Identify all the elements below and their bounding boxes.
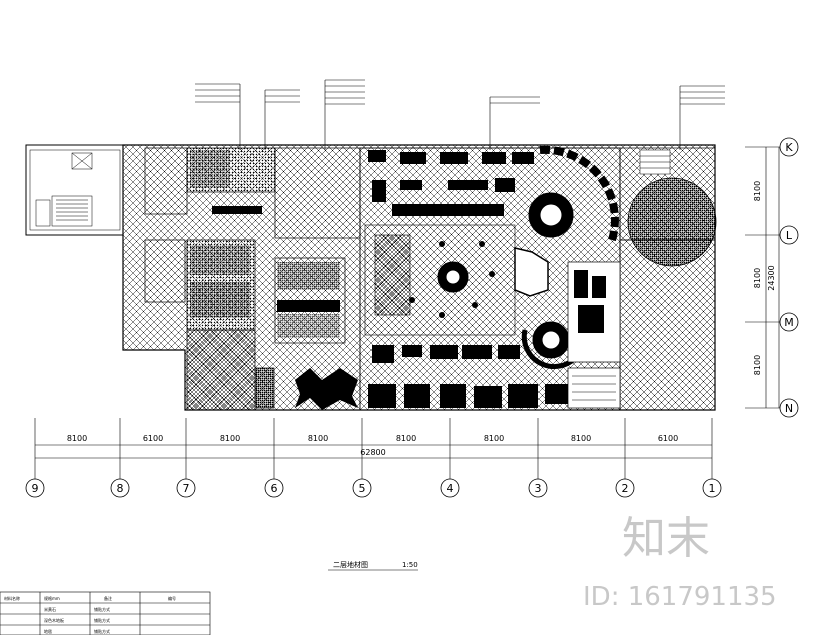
legend-row-3-c: 铺贴方式 [94,628,110,634]
total-height: 24300 [767,265,776,290]
drawing-title: 二层地材图 [333,560,368,569]
watermark-brand: 知末 [622,513,710,564]
bay-width-1: 8100 [67,434,87,443]
bay-width-4: 8100 [308,434,328,443]
row-axis-L: L [786,229,793,242]
bay-width-7: 8100 [571,434,591,443]
row-spacing-2: 8100 [753,268,762,288]
drawing-scale: 1:50 [402,561,418,569]
bay-width-3: 8100 [220,434,240,443]
left-stair [51,152,93,227]
row-axis-N: N [785,402,793,415]
leader-5 [679,85,725,150]
leader-4 [489,96,540,150]
column-axis-5: 5 [359,482,366,495]
center-dots [409,241,495,318]
total-width: 62800 [360,448,385,457]
legend-header-1: 材料名称 [4,595,20,601]
leader-3 [324,79,365,150]
booth-row-top [368,150,534,216]
bay-width-8: 6100 [658,434,678,443]
row-spacing-1: 8100 [753,181,762,201]
booth-row-bottom [368,345,575,408]
column-axis-1: 1 [709,482,716,495]
row-axis-M: M [784,316,794,329]
bay-width-5: 8100 [396,434,416,443]
legend-row-2-c: 铺贴方式 [94,617,110,623]
column-axis-8: 8 [117,482,124,495]
column-axis-9: 9 [32,482,39,495]
leader-2 [264,89,300,150]
bay-width-6: 8100 [484,434,504,443]
legend-row-1-c: 铺贴方式 [94,606,110,612]
row-spacing-3: 8100 [753,355,762,375]
legend-header-3: 备注 [104,595,112,601]
row-axis-K: K [785,141,793,154]
column-axis-2: 2 [622,482,629,495]
column-dimension [34,418,713,480]
column-axis-7: 7 [183,482,190,495]
column-axis-3: 3 [535,482,542,495]
row-axis-bubbles [779,137,799,418]
leader-1 [195,83,241,150]
annotation-leaders [195,79,725,150]
column-axis-bubbles [25,478,722,498]
legend-row-2-a: 深色木地板 [44,617,64,623]
legend-header-2: 规格mm [44,595,60,601]
legend-table [0,591,211,635]
legend-row-1-a: 米黄石 [44,606,56,612]
column-axis-4: 4 [447,482,454,495]
watermark-id: ID: 161791135 [583,582,777,612]
circular-bar [437,145,619,370]
building-outline [25,144,717,411]
bay-width-2: 6100 [143,434,163,443]
legend-header-4: 编号 [168,595,176,601]
column-axis-6: 6 [271,482,278,495]
legend-row-3-a: 地毯 [44,628,52,634]
